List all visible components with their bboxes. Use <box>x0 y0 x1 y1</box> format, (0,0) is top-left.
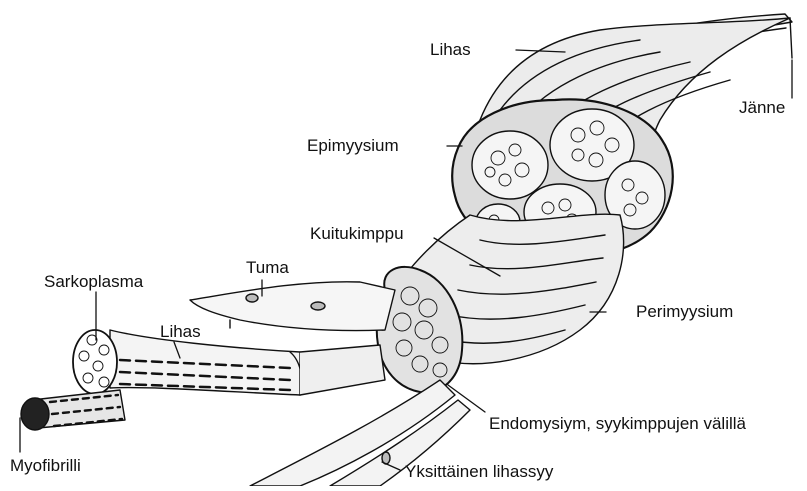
label-endomysiym: Endomysiym, syykimppujen välillä <box>489 414 746 434</box>
label-kuitukimppu: Kuitukimppu <box>310 224 404 244</box>
muscle-fiber <box>73 330 385 395</box>
label-lihas-fiber: Lihas <box>160 322 201 342</box>
label-lihas-top: Lihas <box>430 40 471 60</box>
label-yksittainen: Yksittäinen lihassyy <box>405 462 553 482</box>
label-perimyysium: Perimyysium <box>636 302 733 322</box>
myofibril <box>21 390 125 430</box>
single-fiber-upper <box>190 282 395 331</box>
label-myofibrilli: Myofibrilli <box>10 456 81 476</box>
label-sarkoplasma: Sarkoplasma <box>44 272 143 292</box>
label-epimyysium: Epimyysium <box>307 136 399 156</box>
label-tuma: Tuma <box>246 258 289 278</box>
label-janne: Jänne <box>739 98 785 118</box>
